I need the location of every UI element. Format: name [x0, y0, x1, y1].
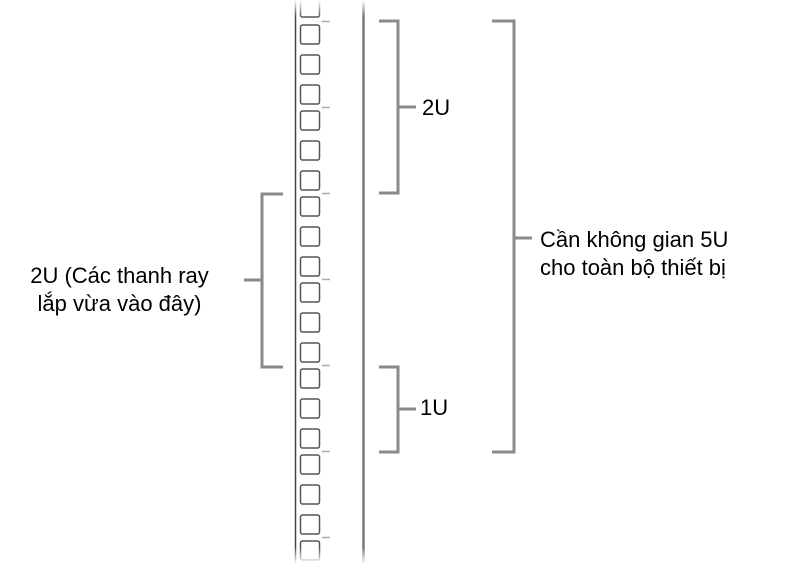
total-space-label: Cần không gian 5U cho toàn bộ thiết bị	[540, 226, 728, 282]
bottom-unit-label: 1U	[420, 395, 449, 420]
bracket-bottom-1u	[379, 365, 416, 454]
bracket-top-2u	[379, 19, 416, 195]
top-unit-label: 2U	[422, 95, 451, 120]
total-space-label-line1: Cần không gian 5U	[540, 227, 729, 252]
bracket-rails-fit	[244, 192, 283, 369]
total-space-label-line2: cho toàn bộ thiết bị	[540, 255, 726, 280]
rails-fit-label-line2: lắp vừa vào đây)	[37, 291, 202, 316]
rails-fit-label-line1: 2U (Các thanh ray	[30, 263, 209, 288]
bracket-total-5u	[492, 19, 532, 454]
rails-fit-label: 2U (Các thanh ray lắp vừa vào đây)	[2, 262, 237, 318]
